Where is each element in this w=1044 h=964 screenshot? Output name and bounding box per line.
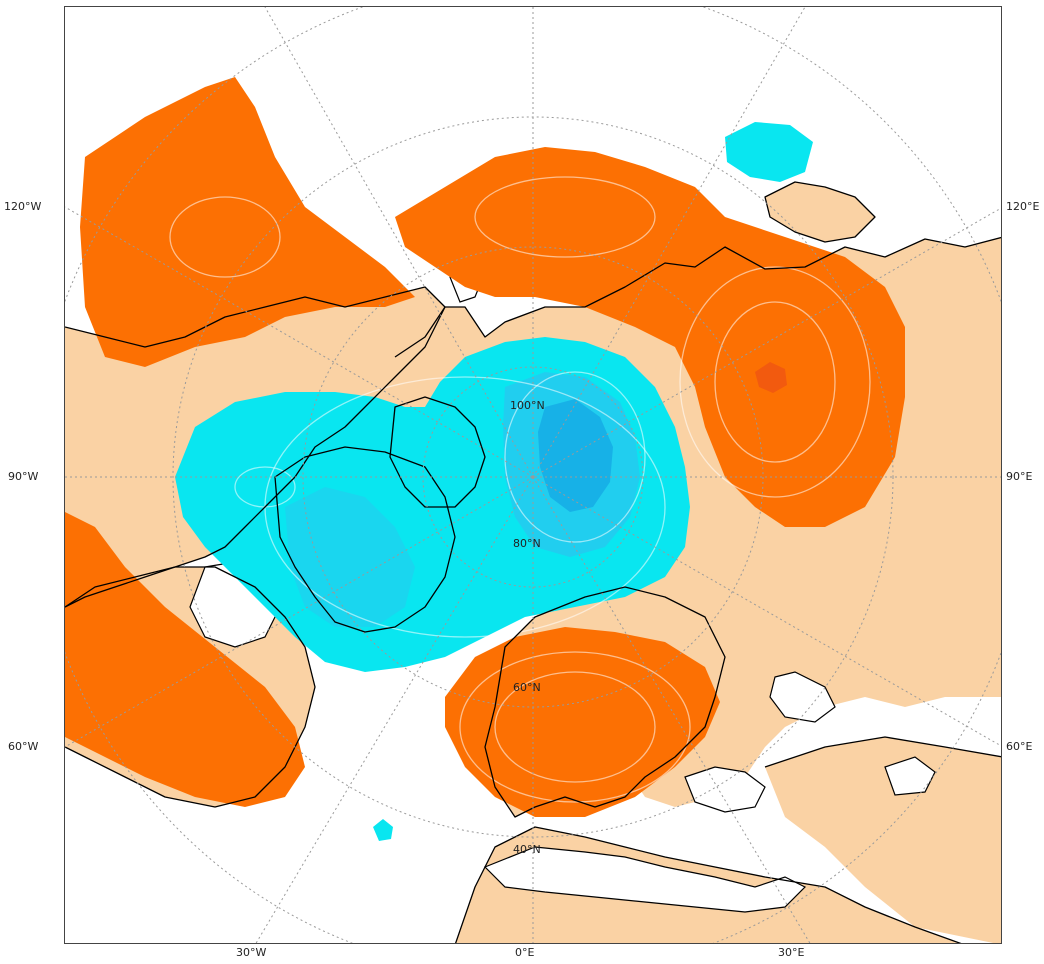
- negative-anomaly-layer: [175, 122, 813, 841]
- meridian-150w: [264, 7, 534, 478]
- graticule-layer: [65, 7, 1001, 943]
- lat-label-60n: 60°N: [513, 681, 541, 694]
- lat-label-100n: 100°N: [510, 399, 545, 412]
- edge-label-30w: 30°W: [236, 946, 267, 959]
- coast-north-america: [65, 286, 446, 608]
- lat-circle-80: [422, 366, 644, 588]
- edge-label-90w: 90°W: [8, 470, 39, 483]
- anomaly-positive-strong-core: [755, 362, 787, 393]
- edge-label-120w: 120°W: [4, 200, 42, 213]
- contour-na-1: [169, 196, 281, 278]
- contour-eurasia-2: [679, 266, 871, 498]
- contour-europe-2: [459, 651, 691, 803]
- coast-asia-south: [764, 736, 1001, 768]
- anomaly-positive-europe: [445, 627, 720, 817]
- anomaly-positive-atlantic: [65, 512, 305, 807]
- water-mediterranean: [483, 846, 807, 913]
- contour-layer: [169, 176, 871, 803]
- map-frame: 100°N 80°N 60°N 40°N: [64, 6, 1002, 944]
- land-asia-south: [765, 737, 1001, 943]
- coast-greenland: [274, 446, 456, 633]
- meridian-60e: [532, 476, 1001, 747]
- meridian-30w: [255, 476, 534, 943]
- coast-europe: [484, 586, 726, 818]
- water-black-sea: [684, 766, 766, 813]
- coast-canada: [65, 566, 316, 808]
- meridian-120e: [532, 207, 1001, 478]
- edge-label-60w: 60°W: [8, 740, 39, 753]
- edge-label-90e: 90°E: [1006, 470, 1033, 483]
- water-aral: [884, 756, 936, 796]
- anomaly-negative-core: [538, 399, 613, 512]
- meridian-150e: [532, 7, 806, 478]
- edge-label-0e: 0°E: [515, 946, 535, 959]
- meridian-120w: [65, 206, 534, 478]
- positive-anomaly-layer: [65, 77, 905, 817]
- edge-label-30e: 30°E: [778, 946, 805, 959]
- anomaly-positive-north-america: [80, 77, 415, 367]
- meridian-60w: [65, 476, 534, 748]
- coastline-layer: [65, 181, 1001, 943]
- anomaly-negative-atlantic-small: [373, 819, 393, 841]
- contour-arctic-1: [504, 371, 646, 543]
- lat-label-80n: 80°N: [513, 537, 541, 550]
- coast-kamchatka: [764, 181, 876, 243]
- anomaly-positive-eurasia: [395, 147, 905, 527]
- contour-eurasia-3: [474, 176, 656, 258]
- polar-stereographic-map: 100°N 80°N 60°N 40°N: [65, 7, 1001, 943]
- coast-eurasia: [394, 236, 1001, 358]
- water-caspian: [769, 671, 836, 723]
- meridian-30e: [532, 476, 811, 943]
- edge-label-60e: 60°E: [1006, 740, 1033, 753]
- anomaly-negative-pacific: [725, 122, 813, 182]
- lat-label-40n: 40°N: [513, 843, 541, 856]
- anomaly-negative-greenland-mid: [285, 487, 415, 627]
- edge-label-120e: 120°E: [1006, 200, 1040, 213]
- contour-eurasia-1: [714, 301, 836, 463]
- coast-africa: [455, 826, 962, 943]
- contour-europe-1: [494, 671, 656, 783]
